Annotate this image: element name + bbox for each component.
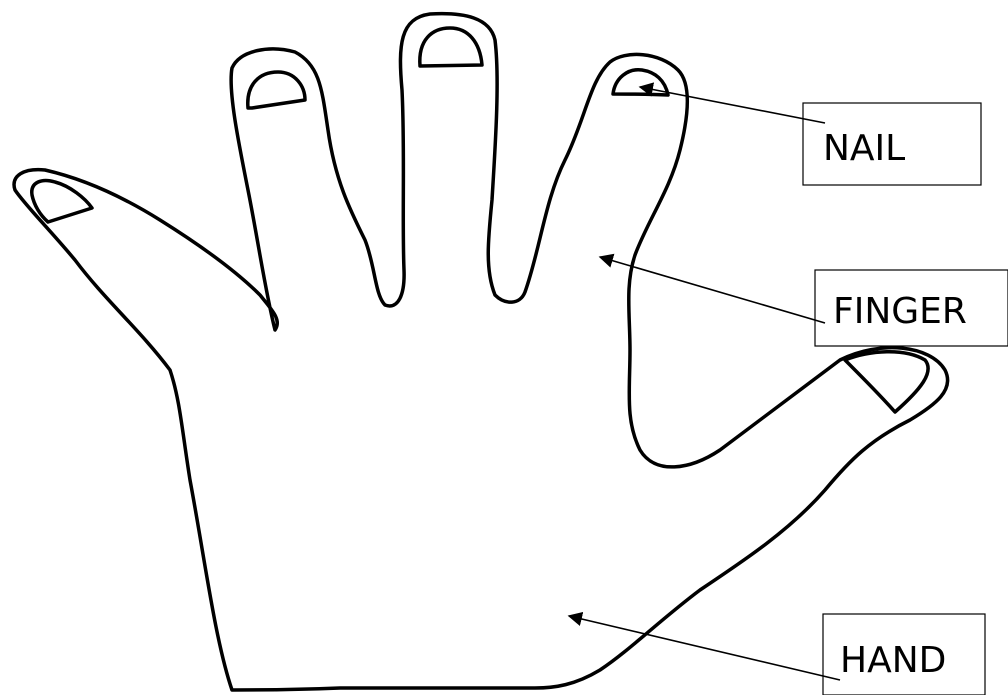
label-nail: NAIL [823,128,905,169]
arrow-hand [569,616,840,680]
nail-thumb [845,352,928,412]
arrow-nail [640,87,825,123]
nail-middle-finger [420,28,482,66]
label-finger: FINGER [833,291,967,332]
label-hand: HAND [840,640,946,681]
nail-ring-finger [248,72,305,108]
nail-little-finger [32,181,92,222]
arrow-finger [600,257,825,323]
